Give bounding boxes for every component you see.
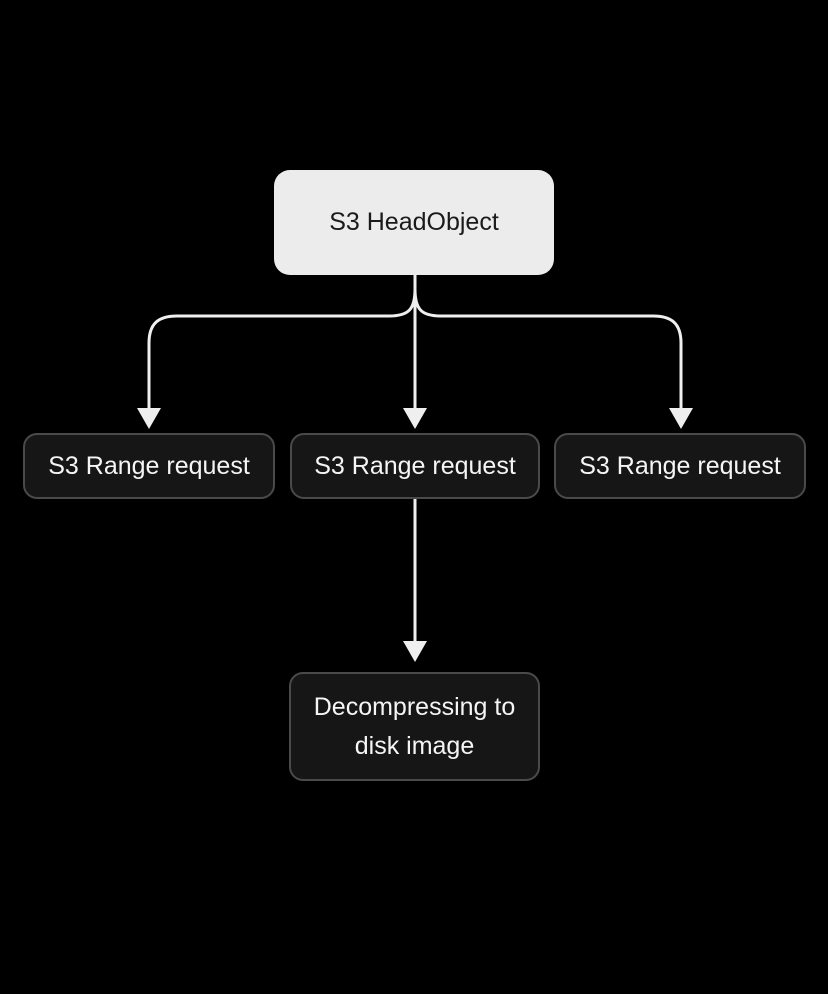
arrowhead-range2 xyxy=(403,408,427,429)
node-s3-range-request-3: S3 Range request xyxy=(554,433,806,499)
node-s3-range-request-2: S3 Range request xyxy=(290,433,540,499)
node-s3-range-request-1: S3 Range request xyxy=(23,433,275,499)
edge-head-to-range1 xyxy=(147,274,417,410)
arrowhead-range3 xyxy=(669,408,693,429)
node-s3-range-request-3-label: S3 Range request xyxy=(579,451,781,480)
node-decompressing-to-disk-image: Decompressing to disk image xyxy=(289,672,540,781)
node-decompressing-to-disk-image-label: Decompressing to disk image xyxy=(313,692,516,760)
node-s3-range-request-2-label: S3 Range request xyxy=(314,451,516,480)
arrowhead-decompress xyxy=(403,641,427,662)
node-s3-range-request-1-label: S3 Range request xyxy=(48,451,250,480)
node-s3-headobject-label: S3 HeadObject xyxy=(329,208,499,236)
arrowhead-range1 xyxy=(137,408,161,429)
edge-head-to-range3 xyxy=(413,274,683,410)
node-s3-headobject: S3 HeadObject xyxy=(274,170,554,275)
